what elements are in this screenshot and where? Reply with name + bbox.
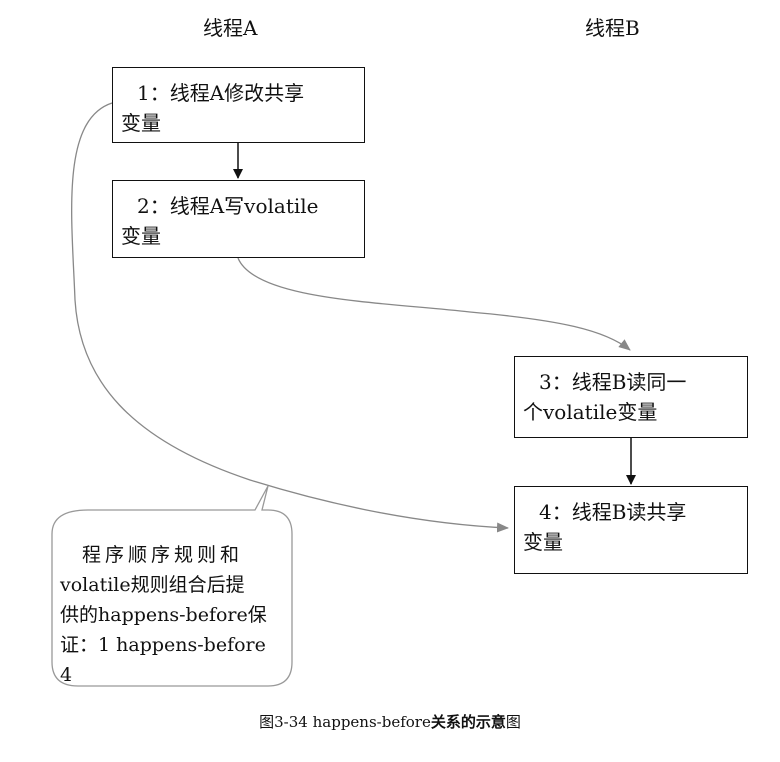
step-box-1: 1：线程A修改共享 变量 xyxy=(112,67,365,143)
callout-line2: volatile规则组合后提 xyxy=(60,574,245,596)
callout-line1: 程序顺序规则和 xyxy=(82,544,244,566)
figure-caption: 图3-34 happens-before关系的示意图 xyxy=(0,712,780,732)
lane-title-thread-a: 线程A xyxy=(203,16,258,40)
callout-bubble xyxy=(51,485,293,687)
caption-prefix: 图3-34 happens-before xyxy=(259,713,431,731)
caption-suffix: 图 xyxy=(505,713,521,731)
callout-line4: 证：1 happens-before 4 xyxy=(60,634,266,686)
caption-bold: 关系的示意 xyxy=(430,713,506,731)
step-2-line2: 变量 xyxy=(121,224,161,248)
step-box-3: 3：线程B读同一 个volatile变量 xyxy=(514,356,748,438)
step-3-line1: 3：线程B读同一 xyxy=(539,370,687,394)
step-4-line1: 4：线程B读共享 xyxy=(539,500,687,524)
callout-line3: 供的happens-before保 xyxy=(60,604,267,626)
step-box-2: 2：线程A写volatile 变量 xyxy=(112,180,365,258)
curve-1-to-4 xyxy=(71,102,509,533)
step-4-line2: 变量 xyxy=(523,530,563,554)
step-3-line2: 个volatile变量 xyxy=(523,400,658,424)
lane-title-thread-b: 线程B xyxy=(585,16,640,40)
step-1-line1: 1：线程A修改共享 xyxy=(137,81,305,105)
callout-text: 程序顺序规则和 volatile规则组合后提 供的happens-before保… xyxy=(60,540,282,690)
step-box-4: 4：线程B读共享 变量 xyxy=(514,486,748,574)
curve-2-to-3 xyxy=(237,257,631,351)
step-1-line2: 变量 xyxy=(121,111,161,135)
step-2-line1: 2：线程A写volatile xyxy=(137,194,319,218)
